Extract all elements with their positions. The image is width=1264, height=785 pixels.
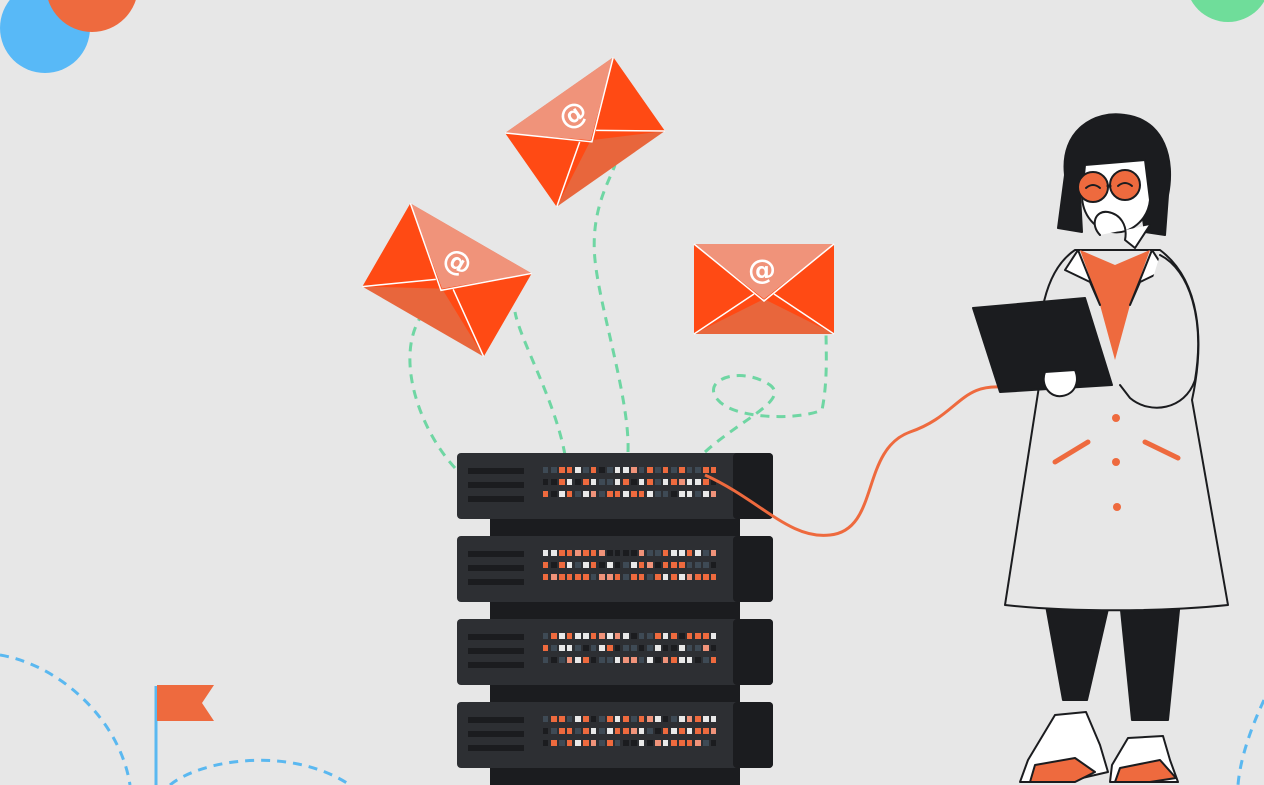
server-rack-icon bbox=[457, 453, 773, 785]
server-unit bbox=[457, 702, 773, 768]
server-unit bbox=[457, 453, 773, 519]
email-envelope-icon: @ bbox=[505, 57, 665, 207]
server-unit bbox=[457, 536, 773, 602]
green-circle-icon bbox=[1191, 0, 1264, 22]
envelope-symbol: @ bbox=[748, 253, 776, 286]
orange-circle-icon bbox=[48, 0, 136, 32]
green-dashed-trails bbox=[408, 164, 828, 470]
decorative-circles bbox=[0, 0, 1264, 73]
email-envelope-icon: @ bbox=[362, 203, 532, 357]
flag-icon bbox=[154, 685, 214, 785]
server-unit bbox=[457, 619, 773, 685]
blue-dashed-arcs bbox=[0, 653, 1264, 785]
cable-icon bbox=[704, 385, 1011, 537]
person-with-tablet-icon bbox=[972, 113, 1229, 783]
email-envelope-icon: @ bbox=[693, 243, 835, 335]
